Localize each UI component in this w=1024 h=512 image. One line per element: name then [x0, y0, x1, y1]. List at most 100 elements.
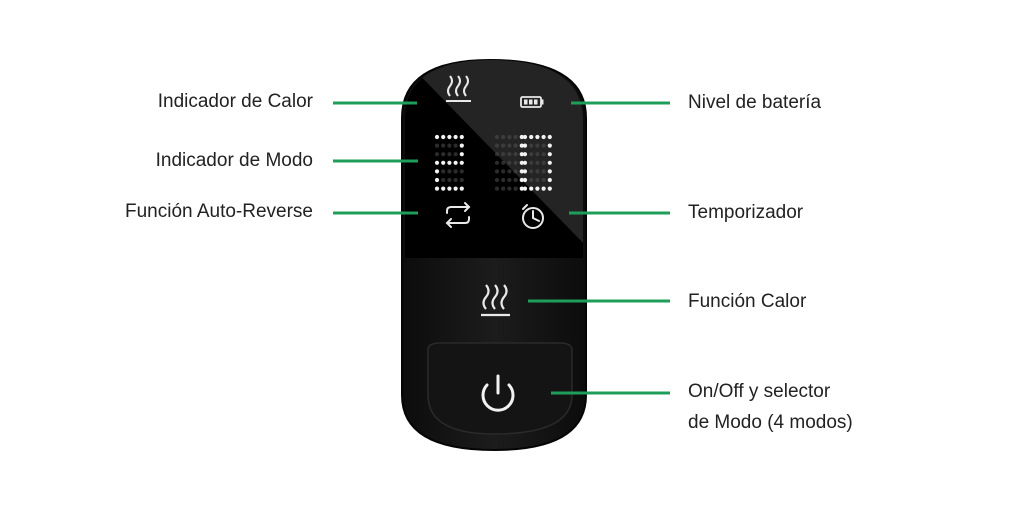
digit-1	[434, 134, 464, 191]
digit-dot	[541, 134, 546, 140]
digit-dot	[547, 169, 552, 174]
digit-dot	[453, 134, 458, 140]
digit-dot	[507, 186, 512, 191]
auto-reverse-icon	[445, 202, 471, 228]
digit-dot	[547, 134, 552, 140]
digit-dot	[501, 143, 506, 148]
digit-dot	[513, 186, 518, 191]
digit-dot	[494, 186, 500, 191]
digit-dot	[441, 186, 446, 191]
digit-dot	[513, 134, 518, 140]
digit-dot	[441, 152, 446, 157]
digit-dot	[519, 143, 524, 148]
label-power-line-1: On/Off y selector	[688, 381, 831, 402]
digit-dot	[541, 160, 546, 165]
digit-3	[522, 134, 552, 191]
digit-dot	[522, 134, 528, 140]
digit-dot	[507, 160, 512, 165]
digit-dot	[453, 160, 458, 165]
digit-dot	[547, 177, 552, 183]
digit-dot	[535, 143, 540, 148]
digit-dot	[529, 169, 534, 174]
digit-dot	[453, 152, 458, 157]
digit-dot	[434, 134, 440, 140]
digit-dot	[507, 134, 512, 140]
heat-button-icon[interactable]	[481, 284, 510, 317]
digit-dot	[519, 186, 524, 191]
digit-dot	[513, 177, 518, 183]
power-icon[interactable]	[481, 374, 515, 412]
digit-dot	[453, 169, 458, 174]
digit-dot	[441, 160, 446, 165]
digit-dot	[501, 160, 506, 165]
digit-dot	[494, 177, 500, 183]
digit-dot	[507, 152, 512, 157]
digit-dot	[434, 169, 440, 174]
digit-dot	[519, 134, 524, 140]
digit-dot	[441, 169, 446, 174]
display-panel	[405, 60, 583, 258]
digit-dot	[529, 177, 534, 183]
digit-dot	[513, 160, 518, 165]
power-button-surface[interactable]	[427, 342, 573, 435]
digit-dot	[501, 152, 506, 157]
digit-dot	[547, 143, 552, 148]
digit-dot	[453, 143, 458, 148]
digit-dot	[513, 169, 518, 174]
digit-dot	[513, 143, 518, 148]
digit-dot	[507, 169, 512, 174]
digit-dot	[447, 152, 452, 157]
label-heat-indicator: Indicador de Calor	[157, 91, 313, 112]
label-power-selector: On/Off y selector de Modo (4 modos)	[688, 376, 928, 438]
digit-dot	[541, 169, 546, 174]
label-battery-level: Nivel de batería	[688, 92, 822, 113]
digit-dot	[501, 186, 506, 191]
timer-icon	[522, 204, 544, 229]
digit-dot	[494, 169, 500, 174]
digit-dot	[541, 186, 546, 191]
digit-dot	[447, 169, 452, 174]
heat-indicator-icon	[446, 75, 471, 102]
digit-dot	[522, 152, 528, 157]
digit-dot	[535, 186, 540, 191]
digit-dot	[459, 160, 464, 165]
digit-dot	[541, 177, 546, 183]
digit-dot	[507, 143, 512, 148]
digit-dot	[459, 186, 464, 191]
digit-dot	[459, 134, 464, 140]
digit-dot	[459, 177, 464, 183]
label-auto-reverse: Función Auto-Reverse	[125, 201, 313, 222]
label-timer: Temporizador	[688, 202, 804, 223]
digit-dot	[535, 160, 540, 165]
digit-dot	[529, 160, 534, 165]
digit-dot	[441, 177, 446, 183]
digit-dot	[535, 134, 540, 140]
digit-dot	[501, 177, 506, 183]
digit-dot	[529, 134, 534, 140]
digit-dot	[522, 143, 528, 148]
label-heat-function: Función Calor	[688, 291, 807, 312]
digit-dot	[547, 186, 552, 191]
digit-dot	[507, 177, 512, 183]
digit-dot	[447, 160, 452, 165]
digit-dot	[541, 152, 546, 157]
digit-dot	[522, 169, 528, 174]
digit-dot	[494, 143, 500, 148]
digit-dot	[535, 169, 540, 174]
digit-dot	[519, 177, 524, 183]
digit-dot	[494, 152, 500, 157]
digit-dot	[501, 169, 506, 174]
digit-dot	[453, 186, 458, 191]
digit-dot	[459, 169, 464, 174]
digit-dot	[529, 143, 534, 148]
label-power-line-2: de Modo (4 modos)	[688, 412, 853, 433]
digit-dot	[459, 143, 464, 148]
digit-dot	[447, 134, 452, 140]
mode-digit-display	[434, 134, 552, 191]
digit-dot	[459, 152, 464, 157]
digit-dot	[447, 177, 452, 183]
digit-dot	[519, 169, 524, 174]
digit-dot	[434, 143, 440, 148]
digit-dot	[453, 177, 458, 183]
